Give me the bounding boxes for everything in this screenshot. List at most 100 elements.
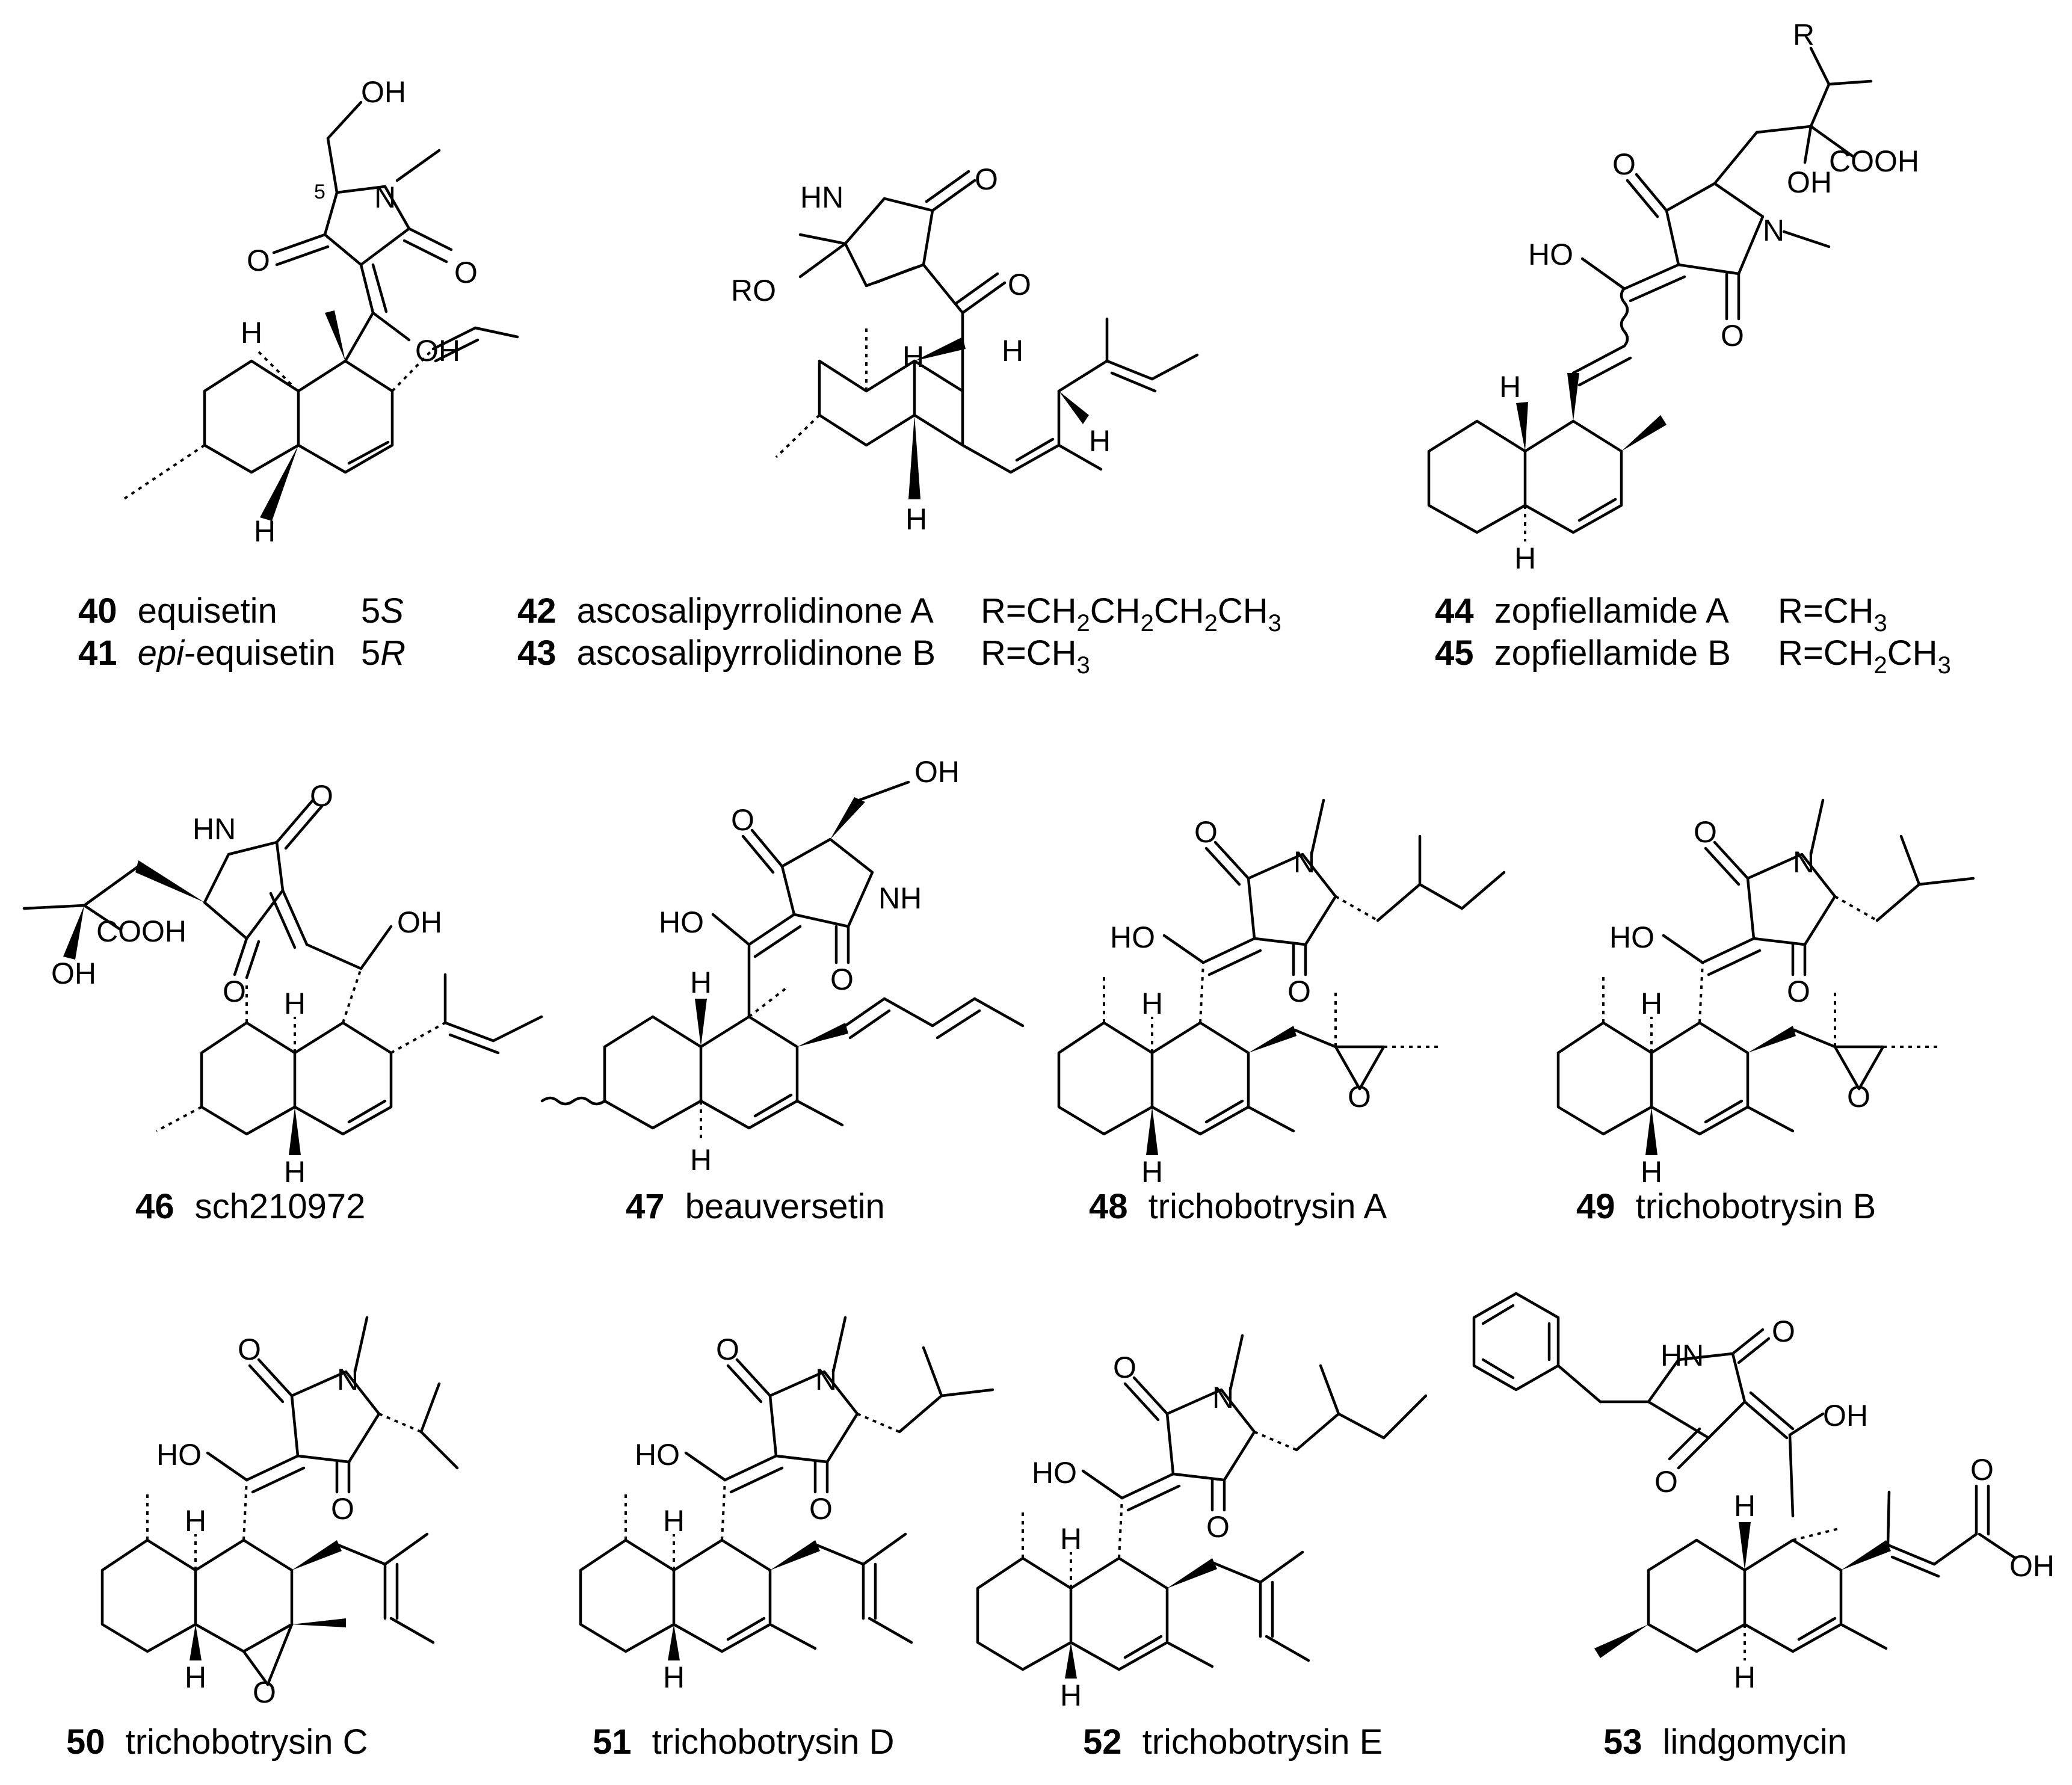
o-label: O xyxy=(731,803,754,837)
r-group-prefix: R=CH xyxy=(1778,634,1874,673)
r-group-prefix: R=CH xyxy=(981,591,1077,630)
hn-label: HN xyxy=(800,180,843,214)
o-label: O xyxy=(1612,147,1636,181)
r-group-prefix: R=CH xyxy=(981,634,1077,673)
svg-text:44 zopfiellamide A: 44 zopfiellamide A xyxy=(1435,591,1729,630)
subscript: 2 xyxy=(1874,652,1887,679)
oh-label: OH xyxy=(51,957,96,990)
h-label: H xyxy=(1514,541,1536,575)
compound-number: 52 xyxy=(1083,1722,1122,1762)
oh-label: OH xyxy=(1787,165,1832,199)
oh-label: OH xyxy=(397,905,442,939)
o-label: O xyxy=(1113,1351,1136,1384)
o-label: O xyxy=(1787,975,1810,1008)
h-label: H xyxy=(902,340,924,374)
svg-text:R=CH3: R=CH3 xyxy=(1778,591,1887,637)
svg-text:45 zopfiellamide B: 45 zopfiellamide B xyxy=(1435,634,1731,673)
o-label: O xyxy=(331,1492,354,1526)
compound-number: 45 xyxy=(1435,634,1474,673)
compound-name: zopfiellamide A xyxy=(1494,591,1729,630)
structure-46-sch210972: H H OH HN O O COOH OH xyxy=(22,779,543,1189)
caption-51: 51 trichobotrysin D xyxy=(593,1722,895,1762)
svg-text:5S: 5S xyxy=(361,591,404,630)
caption-53: 53 lindgomycin xyxy=(1603,1722,1847,1762)
caption-40-41: 40 equisetin 5S 41 epi-equisetin 5R xyxy=(78,591,405,673)
compound-name: -equisetin xyxy=(184,634,335,673)
ho-label: HO xyxy=(635,1438,680,1472)
r-group-fragment: CH xyxy=(1887,634,1938,673)
caption-50: 50 trichobotrysin C xyxy=(66,1722,368,1762)
compound-name: ascosalipyrrolidinone B xyxy=(577,634,936,673)
c5-label: 5 xyxy=(314,180,325,203)
h-label: H xyxy=(1141,1155,1163,1189)
caption-49: 49 trichobotrysin B xyxy=(1576,1187,1876,1226)
compound-name: trichobotrysin D xyxy=(652,1722,895,1762)
svg-text:41 epi-equisetin: 41 epi-equisetin xyxy=(78,634,336,673)
subscript: 2 xyxy=(1141,610,1154,637)
compound-name: equisetin xyxy=(138,591,277,630)
subscript: 2 xyxy=(1077,610,1090,637)
caption-42-43: 42 ascosalipyrrolidinone A R=CH2CH2CH2CH… xyxy=(517,591,1281,679)
structure-51-trichobotrysin-d: H H HO O N O xyxy=(579,1316,994,1694)
config-descriptor: S xyxy=(380,591,404,630)
compound-number: 48 xyxy=(1089,1187,1128,1226)
r-group-fragment: CH xyxy=(1154,591,1204,630)
structure-49-trichobotrysin-b: H H O HO O N O xyxy=(1556,798,1975,1189)
h-label: H xyxy=(1734,1660,1756,1694)
h-label: H xyxy=(663,1504,685,1538)
structure-47-beauversetin: H H HO O NH O OH xyxy=(540,755,1025,1177)
compound-number: 44 xyxy=(1435,591,1474,630)
o-label: O xyxy=(1348,1080,1371,1114)
oh-label: OH xyxy=(361,75,406,109)
compound-number: 41 xyxy=(78,634,117,673)
svg-text:40 equisetin: 40 equisetin xyxy=(78,591,277,630)
structure-44-zopfiellamide: H H HO O N O OH COOH R xyxy=(1427,18,1919,575)
h-label: H xyxy=(905,502,927,536)
subscript: 3 xyxy=(1268,610,1281,637)
o-label: O xyxy=(1654,1465,1678,1499)
h-label: H xyxy=(1734,1489,1756,1523)
ho-label: HO xyxy=(1032,1456,1077,1490)
compound-name: beauversetin xyxy=(685,1187,885,1226)
svg-text:5R: 5R xyxy=(361,634,405,673)
h-label: H xyxy=(1641,987,1662,1020)
oh-label: OH xyxy=(914,755,960,789)
o-label: O xyxy=(1970,1453,1994,1487)
compound-name: ascosalipyrrolidinone A xyxy=(577,591,934,630)
ho-label: HO xyxy=(1609,920,1654,954)
h-label: H xyxy=(1002,334,1023,368)
compound-number: 50 xyxy=(66,1722,105,1762)
r-group-fragment: CH xyxy=(1218,591,1268,630)
config-prefix: 5 xyxy=(361,634,380,673)
h-label: H xyxy=(1060,1679,1082,1712)
cooh-label: COOH xyxy=(96,914,187,948)
caption-46: 46 sch210972 xyxy=(135,1187,365,1226)
o-label: O xyxy=(223,975,246,1008)
r-group-prefix: R=CH xyxy=(1778,591,1874,630)
compound-name: sch210972 xyxy=(195,1187,366,1226)
nh-label: NH xyxy=(878,881,922,915)
compound-name: trichobotrysin E xyxy=(1142,1722,1383,1762)
hn-label: HN xyxy=(193,812,236,846)
compound-number: 46 xyxy=(135,1187,174,1226)
svg-text:43 ascosalipyrrolidinone: 43 ascosalipyrrolidinone B xyxy=(517,634,936,673)
o-label: O xyxy=(716,1333,739,1366)
h-label: H xyxy=(1641,1155,1662,1189)
structure-50-trichobotrysin-c: H H O HO O N O xyxy=(100,1316,459,1709)
compound-number: 49 xyxy=(1576,1187,1615,1226)
h-label: H xyxy=(690,966,712,999)
svg-text:R=CH2CH3: R=CH2CH3 xyxy=(1778,634,1951,679)
o-label: O xyxy=(975,162,998,196)
compound-name: zopfiellamide B xyxy=(1494,634,1731,673)
o-label: O xyxy=(1287,975,1311,1008)
structure-48-trichobotrysin-a: H H O HO O N O xyxy=(1057,798,1506,1189)
structure-42-ascosalipyrrolidinone: H H H H O HN O RO xyxy=(731,162,1199,536)
subscript: 2 xyxy=(1204,610,1218,637)
compound-name: trichobotrysin B xyxy=(1636,1187,1876,1226)
o-label: O xyxy=(1008,268,1031,301)
o-label: O xyxy=(454,256,478,289)
o-label: O xyxy=(253,1676,276,1709)
compound-number: 51 xyxy=(593,1722,632,1762)
compound-number: 47 xyxy=(626,1187,665,1226)
